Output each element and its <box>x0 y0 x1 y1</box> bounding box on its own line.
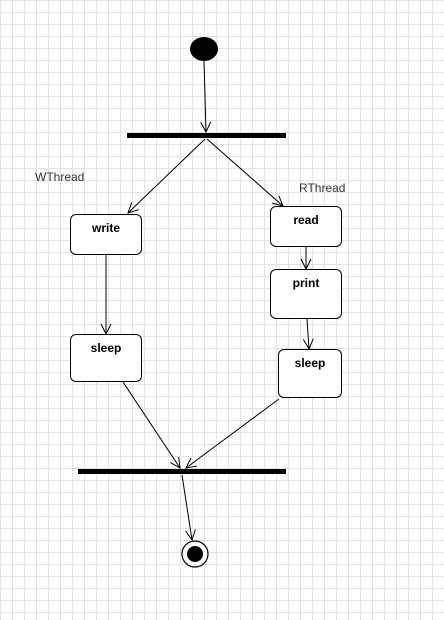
edge-print-sleep[interactable] <box>307 318 309 349</box>
action-sleep-rthread[interactable]: sleep <box>278 349 342 398</box>
final-node-inner <box>187 546 203 562</box>
lane-label-wthread: WThread <box>35 170 85 184</box>
lane-label-rthread: RThread <box>299 181 346 195</box>
action-print[interactable]: print <box>270 269 342 319</box>
action-write-label: write <box>91 221 120 235</box>
edge-fork-write[interactable] <box>128 138 206 213</box>
edge-fork-read[interactable] <box>206 138 283 206</box>
action-sleep-wthread-label: sleep <box>90 341 122 355</box>
action-sleep-wthread[interactable]: sleep <box>70 334 142 382</box>
action-sleep-rthread-label: sleep <box>294 356 326 370</box>
action-read-label: read <box>293 213 319 227</box>
action-read[interactable]: read <box>270 206 342 247</box>
edge-sleep-left-join[interactable] <box>122 381 180 468</box>
join-bar[interactable] <box>78 469 286 474</box>
edge-sleep-right-join[interactable] <box>186 398 280 468</box>
edge-start-fork[interactable] <box>204 60 206 132</box>
initial-node[interactable] <box>190 37 218 61</box>
edge-join-end[interactable] <box>181 474 192 540</box>
action-write[interactable]: write <box>70 214 142 255</box>
action-print-label: print <box>292 276 320 290</box>
fork-bar[interactable] <box>127 133 286 138</box>
